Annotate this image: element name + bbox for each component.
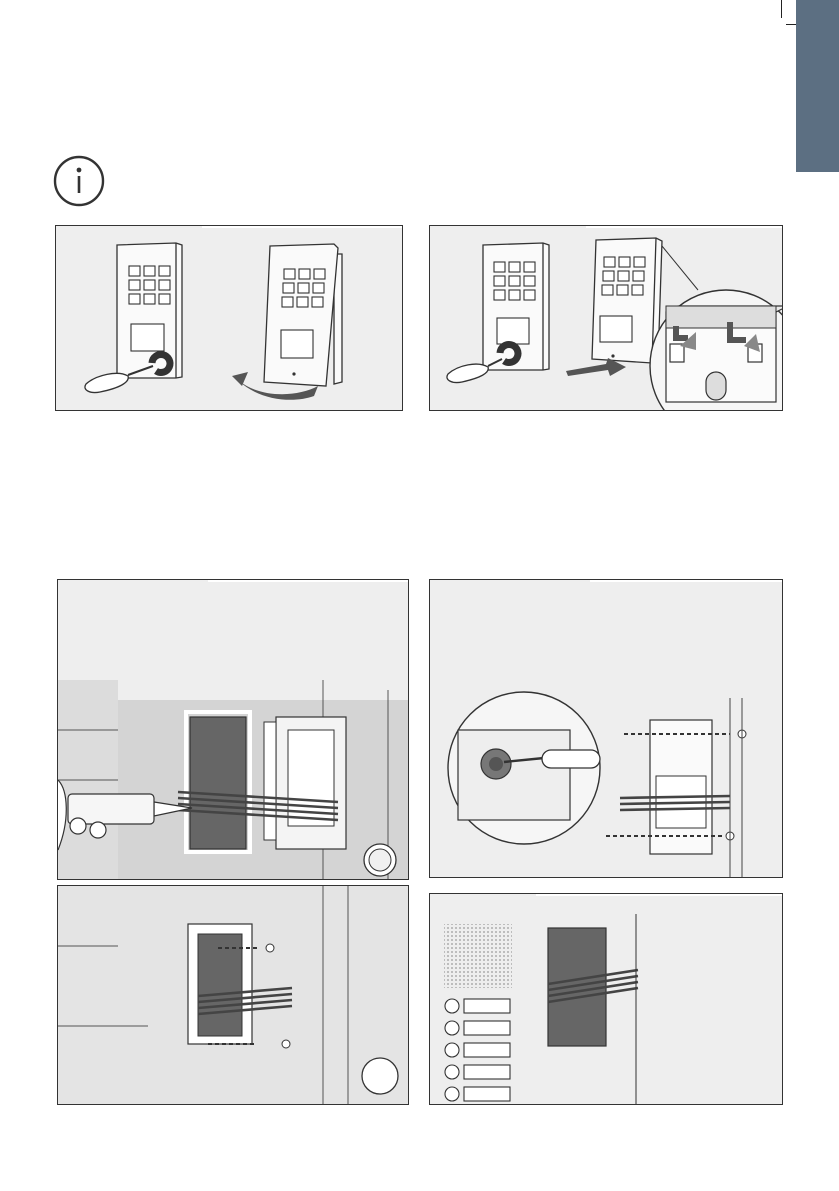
panel-fix-mounting-plate [57, 885, 409, 1105]
route-cables-illustration [430, 894, 783, 1105]
panel-remove-front-cover [55, 225, 403, 411]
seal-flush-box-illustration [58, 580, 409, 880]
remove-front-cover-illustration [56, 226, 403, 411]
crop-mark-top [781, 0, 782, 18]
info-circle-icon [52, 154, 106, 208]
panel-route-cables [429, 893, 783, 1105]
screw-flush-box-illustration [430, 580, 783, 878]
fix-mounting-plate-illustration [58, 886, 409, 1105]
panel-screw-flush-box [429, 579, 783, 878]
section-tab [796, 0, 839, 172]
panel-seal-flush-box [57, 579, 409, 880]
panel-detach-unit [429, 225, 783, 411]
detach-unit-illustration [430, 226, 783, 411]
